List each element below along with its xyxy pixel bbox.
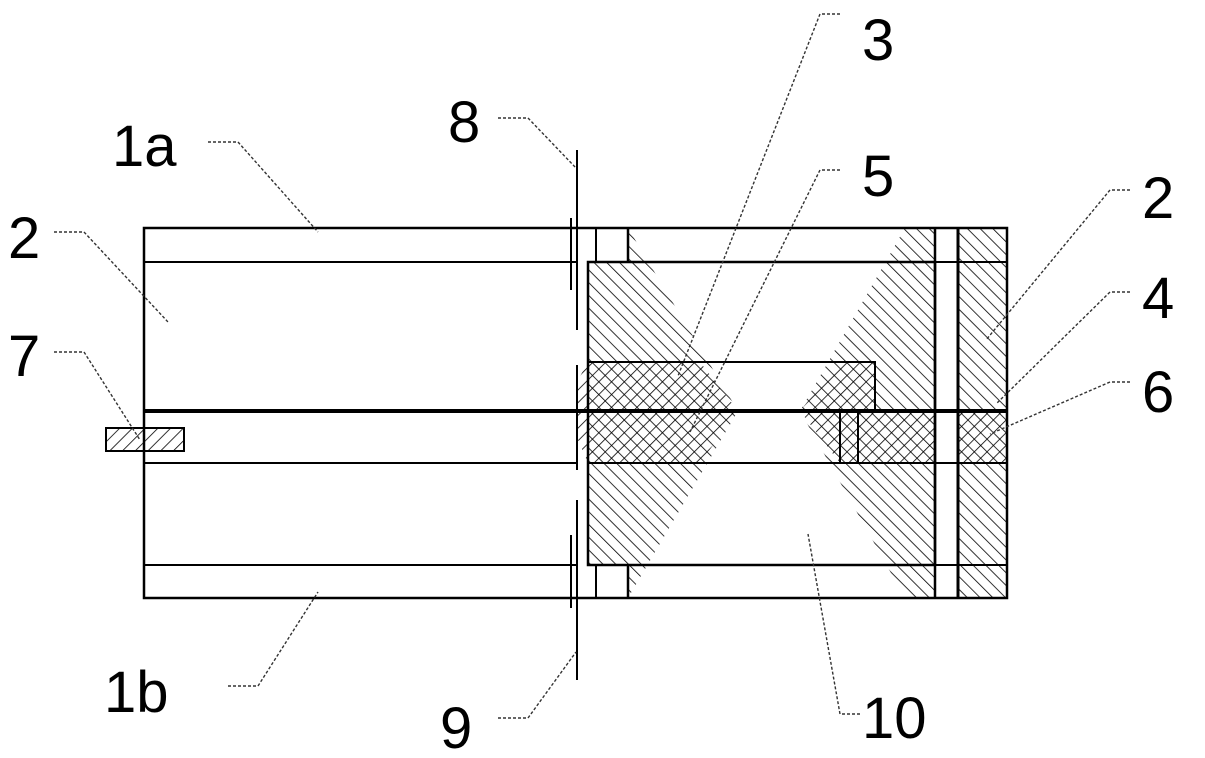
label-5: 5 <box>862 144 894 209</box>
label-9: 9 <box>440 696 472 758</box>
label-6: 6 <box>1142 360 1174 425</box>
end-plate-inner <box>958 411 1007 463</box>
label-1a: 1a <box>112 114 177 179</box>
label-1b: 1b <box>104 660 169 725</box>
structure-lines <box>142 150 1009 680</box>
label-8: 8 <box>448 90 480 155</box>
label-2-left: 2 <box>8 206 40 271</box>
label-10: 10 <box>862 686 927 751</box>
label-3: 3 <box>862 8 894 73</box>
label-2-right: 2 <box>1142 166 1174 231</box>
label-4: 4 <box>1142 266 1174 331</box>
label-7: 7 <box>8 324 40 389</box>
leader-lines <box>54 13 1130 719</box>
